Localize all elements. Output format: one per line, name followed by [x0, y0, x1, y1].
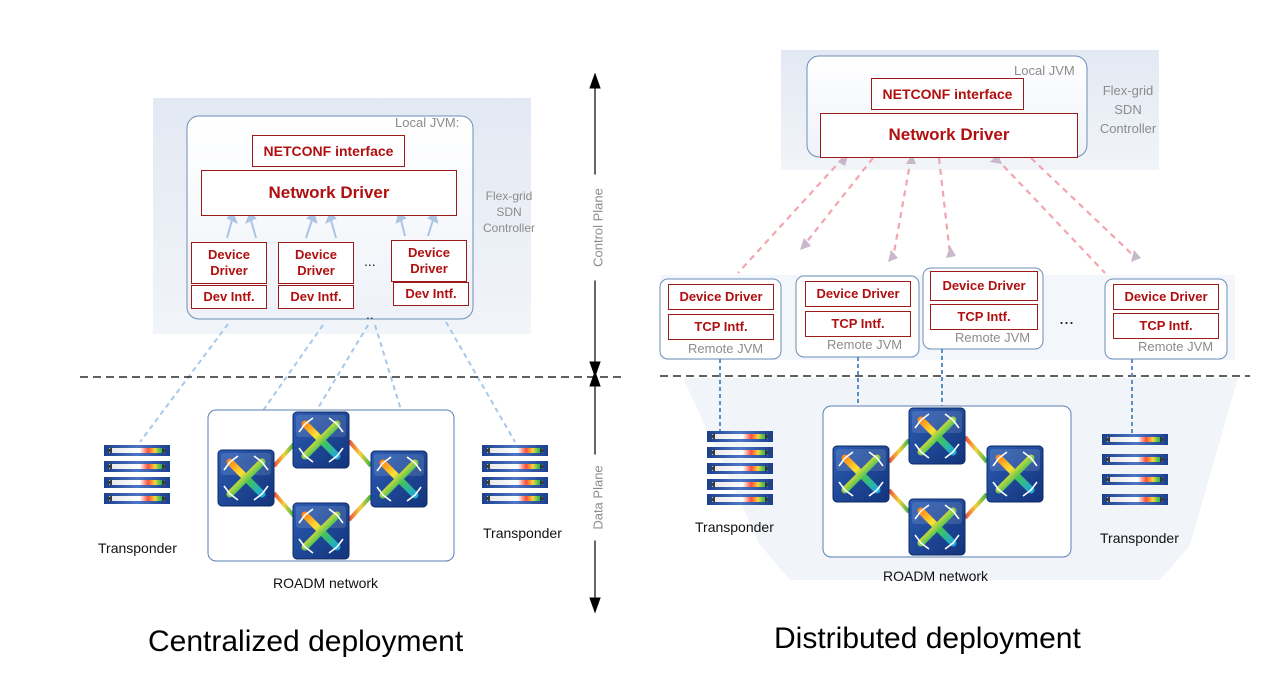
right-roadm-label: ROADM network: [883, 568, 989, 584]
right-network-driver: Network Driver: [820, 113, 1078, 158]
left-driver-arrows: [226, 212, 439, 239]
right-controller-label-line-1: Flex-grid: [1102, 83, 1154, 98]
left-roadm-label: ROADM network: [273, 575, 379, 591]
left-device-driver-1-label: Device Driver: [208, 247, 250, 278]
remote-2-tcp-intf: TCP Intf.: [805, 311, 911, 337]
remote-1-tcp-intf: TCP Intf.: [668, 314, 774, 340]
remote-jvm-ellipsis: ...: [1059, 308, 1075, 328]
left-network-driver: Network Driver: [201, 170, 457, 216]
right-device-links: [719, 349, 1133, 447]
left-roadm-switch-north: [293, 412, 349, 468]
remote-2-device-driver: Device Driver: [805, 281, 911, 307]
right-transponder-east-label: Transponder: [1100, 530, 1179, 546]
left-device-driver-2-label: Device Driver: [295, 247, 337, 278]
left-dev-intf-1: Dev Intf.: [191, 285, 267, 309]
left-netconf-interface: NETCONF interface: [252, 135, 405, 167]
left-roadm-switch-east: [371, 451, 427, 507]
right-roadm-switch-west: [833, 446, 889, 502]
remote-1-jvm-label: Remote JVM: [688, 341, 764, 356]
left-controller-label-line-1: Flex-grid: [485, 189, 533, 203]
left-roadm-switch-south: [293, 503, 349, 559]
left-controller-label: Flex-grid SDN Controller: [472, 188, 546, 236]
remote-3-jvm-label: Remote JVM: [955, 330, 1031, 345]
left-transponder-west-label: Transponder: [98, 540, 177, 556]
left-local-jvm-label: Local JVM:: [395, 115, 460, 130]
left-driver-ellipsis: ...: [364, 253, 376, 269]
right-roadm-links: [786, 435, 1102, 520]
right-roadm-switch-east: [987, 446, 1043, 502]
left-device-driver-3-label: Device Driver: [408, 245, 450, 276]
right-controller-label-line-2: SDN: [1114, 102, 1142, 117]
left-controller-label-line-2: SDN: [496, 205, 522, 219]
left-roadm-links: [172, 439, 482, 522]
left-device-driver-2: Device Driver: [278, 242, 354, 284]
right-control-links: [737, 157, 1136, 274]
left-dev-intf-3: Dev Intf.: [393, 282, 469, 306]
right-roadm-switch-north: [909, 408, 965, 464]
right-roadm-box: [822, 405, 1072, 558]
left-device-driver-3: Device Driver: [391, 240, 467, 282]
remote-4-device-driver: Device Driver: [1113, 284, 1219, 310]
remote-4-tcp-intf: TCP Intf.: [1113, 313, 1219, 339]
left-dev-intf-2: Dev Intf.: [278, 285, 354, 309]
left-transponder-east-icon: [482, 445, 548, 504]
left-controller-label-line-3: Controller: [482, 221, 536, 235]
remote-3-device-driver: Device Driver: [930, 271, 1038, 301]
left-transponder-west-icon: [104, 445, 170, 504]
control-plane-label: Control Plane: [590, 174, 606, 281]
right-controller-label-line-3: Controller: [1099, 121, 1157, 136]
right-netconf-interface: NETCONF interface: [871, 78, 1024, 110]
left-transponder-east-label: Transponder: [483, 525, 562, 541]
data-plane-label: Data Plane: [590, 454, 606, 541]
right-control-arrowheads: [800, 154, 1141, 262]
right-controller-label: Flex-grid SDN Controller: [1088, 81, 1168, 138]
remote-4-jvm-label: Remote JVM: [1138, 339, 1214, 354]
right-title: Distributed deployment: [774, 622, 1081, 655]
left-title: Centralized deployment: [148, 625, 464, 658]
remote-1-device-driver: Device Driver: [668, 284, 774, 310]
right-roadm-switch-south: [909, 499, 965, 555]
left-roadm-switch-west: [218, 450, 274, 506]
right-transponder-west-label: Transponder: [695, 519, 774, 535]
remote-3-tcp-intf: TCP Intf.: [930, 304, 1038, 330]
left-device-driver-1: Device Driver: [191, 242, 267, 284]
right-local-jvm-label: Local JVM: [1014, 63, 1075, 78]
left-link-ellipsis: ..: [366, 306, 374, 322]
remote-2-jvm-label: Remote JVM: [827, 337, 903, 352]
